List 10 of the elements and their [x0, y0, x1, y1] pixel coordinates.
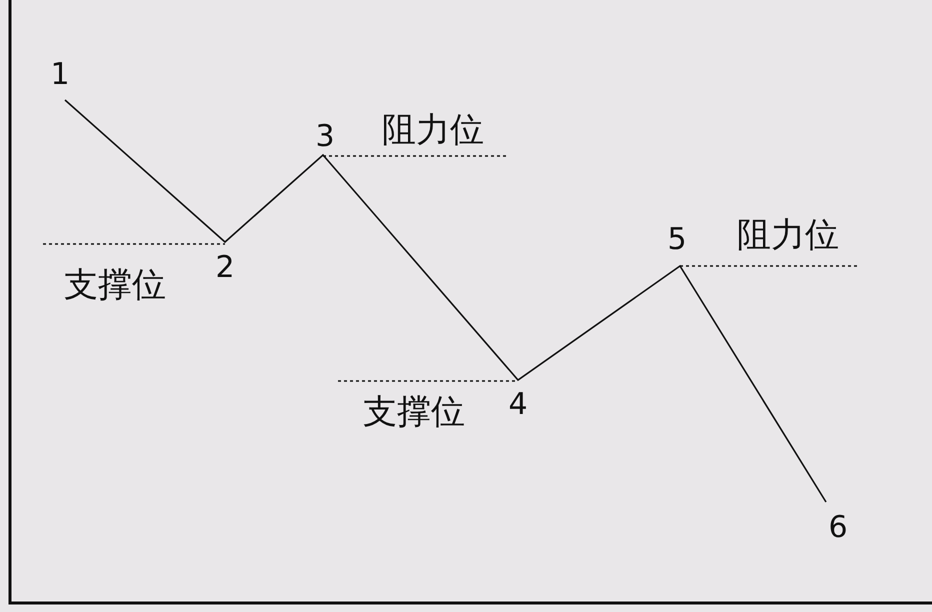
point-number: 5 [667, 225, 687, 255]
point-number: 4 [508, 390, 528, 420]
point-number: 1 [50, 60, 70, 90]
level-label: 支撑位 [363, 395, 465, 429]
point-number: 3 [315, 122, 335, 152]
level-label: 支撑位 [64, 268, 166, 302]
level-label: 阻力位 [382, 113, 484, 147]
point-number: 2 [215, 253, 235, 283]
level-label: 阻力位 [737, 218, 839, 252]
point-number: 6 [828, 513, 848, 543]
